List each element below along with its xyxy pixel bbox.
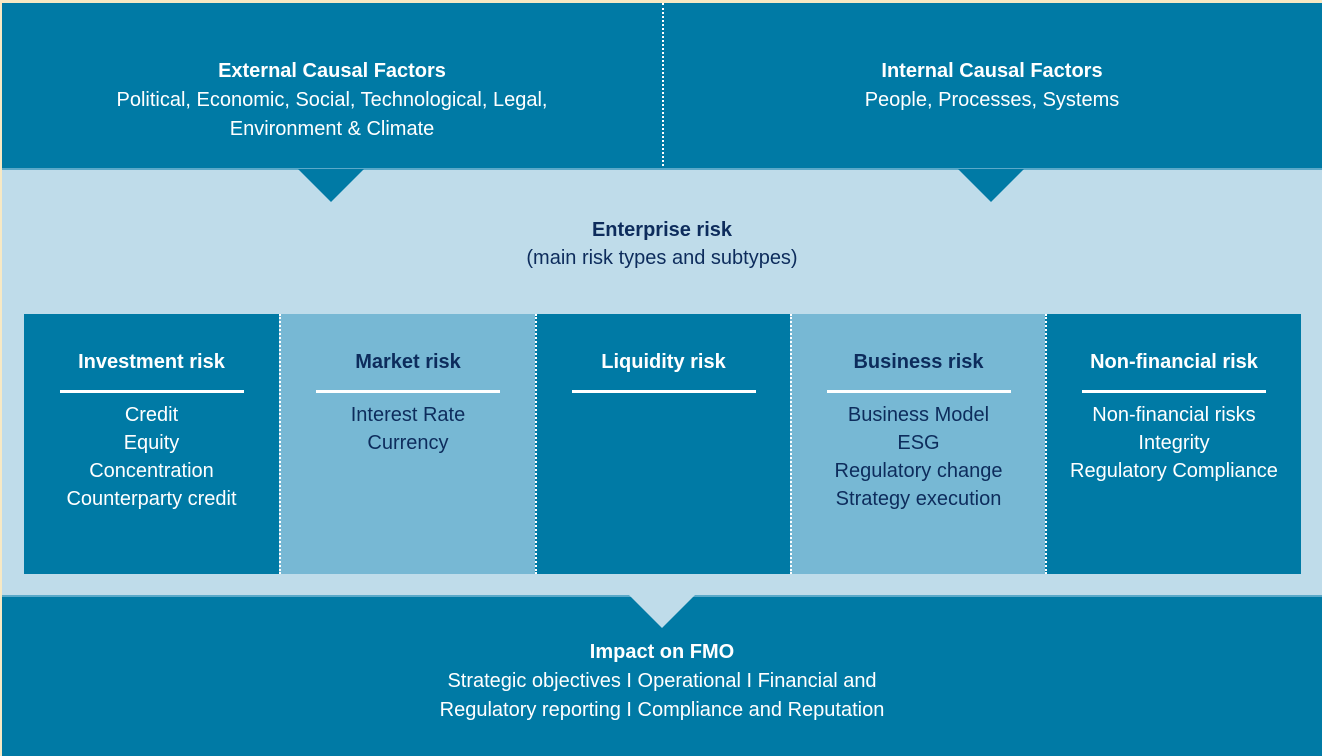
impact-line: Strategic objectives I Operational I Fin…: [447, 670, 877, 692]
divider-rule: [316, 390, 500, 393]
risk-subtype: ESG: [897, 432, 940, 454]
risk-subtype: Regulatory change: [834, 460, 1003, 482]
risk-subtype: Currency: [367, 432, 449, 454]
impact-arrow-icon: [629, 595, 695, 628]
divider-rule: [571, 390, 756, 393]
risk-subtype: Interest Rate: [350, 404, 466, 426]
dotted-divider: [662, 3, 664, 170]
risk-title: Investment risk: [78, 351, 225, 373]
enterprise-risk-heading: Enterprise risk (main risk types and sub…: [2, 216, 1322, 272]
impact-on-fmo: Impact on FMO Strategic objectives I Ope…: [2, 638, 1322, 725]
internal-factors-line: People, Processes, Systems: [864, 89, 1120, 111]
risk-title: Liquidity risk: [601, 351, 726, 373]
impact-title: Impact on FMO: [589, 641, 735, 663]
divider-rule: [826, 390, 1011, 393]
risk-non-financial: Non-financial risk Non-financial risks I…: [1045, 314, 1301, 574]
risk-subtype: Concentration: [89, 460, 214, 482]
risk-subtype: Integrity: [1138, 432, 1210, 454]
risk-subtype: Strategy execution: [835, 488, 1002, 510]
risk-subtype: Regulatory Compliance: [1070, 460, 1278, 482]
risk-subtype: Credit: [124, 404, 179, 426]
external-factors-title: External Causal Factors: [218, 60, 446, 82]
internal-causal-factors: Internal Causal Factors People, Processe…: [682, 57, 1302, 115]
risk-title: Non-financial risk: [1090, 351, 1258, 373]
external-arrow-icon: [298, 169, 364, 202]
risk-title: Business risk: [853, 351, 984, 373]
risk-subtype: Non-financial risks: [1092, 404, 1256, 426]
risk-taxonomy-diagram: External Causal Factors Political, Econo…: [2, 3, 1322, 756]
risk-title: Market risk: [355, 351, 461, 373]
risk-subtype: Counterparty credit: [66, 488, 237, 510]
divider-rule: [1082, 390, 1266, 393]
enterprise-risk-title: Enterprise risk: [591, 219, 733, 241]
enterprise-risk-subtitle: (main risk types and subtypes): [526, 247, 798, 269]
internal-arrow-icon: [958, 169, 1024, 202]
divider-rule: [59, 390, 244, 393]
risk-subtype: Business Model: [847, 404, 990, 426]
risk-investment: Investment risk Credit Equity Concentrat…: [24, 314, 279, 574]
risk-market: Market risk Interest Rate Currency: [279, 314, 535, 574]
risk-subtype: Equity: [123, 432, 180, 454]
causal-factors-band: External Causal Factors Political, Econo…: [2, 3, 1322, 170]
external-factors-line: Political, Economic, Social, Technologic…: [116, 89, 548, 111]
external-factors-line: Environment & Climate: [229, 118, 435, 140]
risk-types-row: Investment risk Credit Equity Concentrat…: [24, 314, 1301, 574]
risk-business: Business risk Business Model ESG Regulat…: [790, 314, 1045, 574]
risk-liquidity: Liquidity risk: [535, 314, 790, 574]
impact-line: Regulatory reporting I Compliance and Re…: [439, 699, 885, 721]
internal-factors-title: Internal Causal Factors: [881, 60, 1103, 82]
external-causal-factors: External Causal Factors Political, Econo…: [22, 57, 642, 144]
